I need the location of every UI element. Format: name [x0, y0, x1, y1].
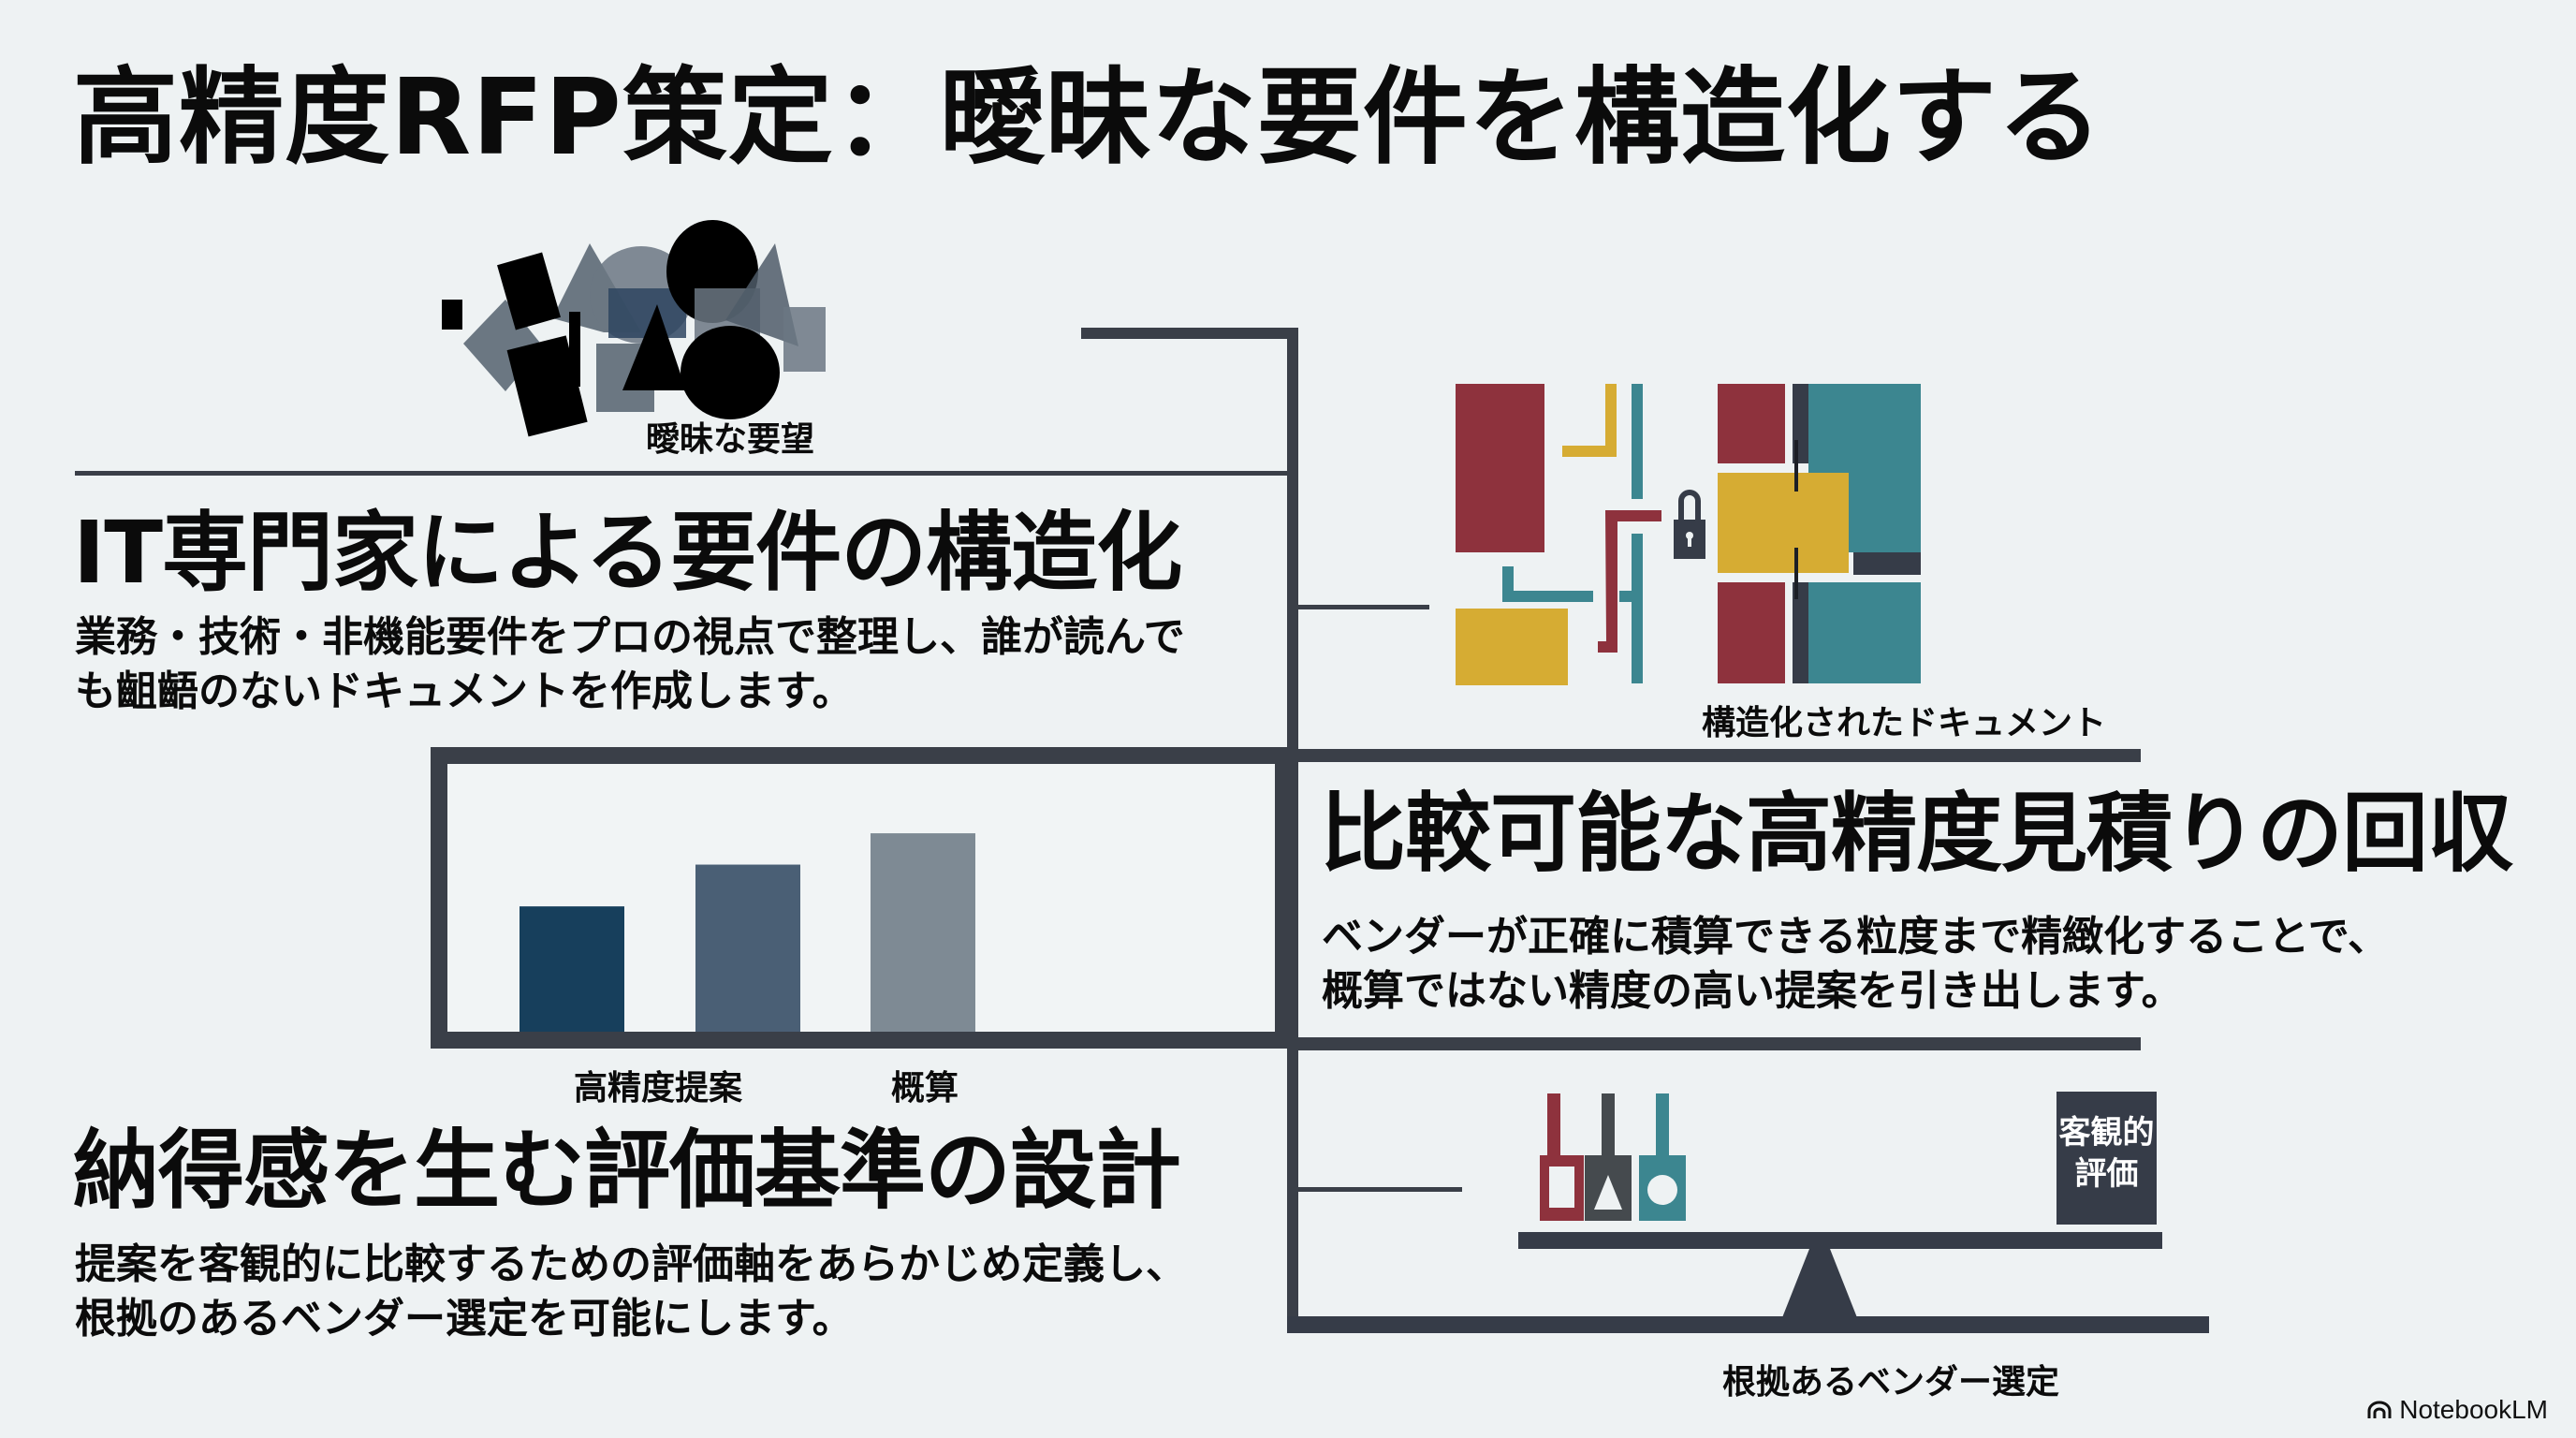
shape-circle-black-2 — [681, 326, 780, 419]
doc-block-teal-2 — [1808, 582, 1921, 683]
section-2-body-line-2: 概算ではない精度の高い提案を引き出します。 — [1322, 967, 2183, 1015]
divider-right-top — [1298, 749, 2141, 762]
doc-block-yellow-low — [1456, 609, 1568, 685]
scale-ground — [1287, 1316, 2209, 1333]
scale-fulcrum — [1781, 1249, 1858, 1320]
vague-shapes-caption: 曖昧な要望 — [646, 420, 815, 459]
doc-block-yellow-center — [1718, 473, 1849, 573]
doc-connector-red — [1598, 510, 1661, 653]
scale-beam — [1518, 1232, 2162, 1249]
vague-shapes-illustration — [442, 220, 826, 437]
doc-bar-teal-bottom — [1632, 534, 1643, 683]
section-1-body: 業務・技術・非機能要件をプロの視点で整理し、誰が読んで も齟齬のないドキュメント… — [75, 610, 1185, 719]
doc-block-dark-2 — [1793, 582, 1808, 683]
section-3-body-line-1: 提案を客観的に比較するための評価軸をあらかじめ定義し、 — [75, 1240, 1187, 1288]
structured-document-illustration — [1456, 384, 1921, 685]
divider-under-shapes — [75, 471, 1287, 476]
divider-right-mid — [1298, 1037, 2141, 1050]
shape-rect-gray-right — [783, 307, 826, 372]
shape-square-black-2 — [506, 335, 588, 437]
shape-square-black-1 — [497, 252, 561, 330]
doc-block-red-2 — [1718, 582, 1785, 683]
section-2-body: ベンダーが正確に積算できる粒度まで精緻化することで、 概算ではない精度の高い提案… — [1322, 910, 2389, 1019]
section-1-heading: IT専門家による要件の構造化 — [73, 503, 1182, 603]
doc-divider-2 — [1794, 548, 1798, 599]
objective-eval-label-line-1: 客観的 — [2058, 1114, 2155, 1152]
shape-bar-black — [569, 312, 580, 387]
doc-block-red-tall — [1456, 384, 1544, 552]
weight-triangle-icon — [1585, 1093, 1632, 1221]
chart-tick-label-2: 概算 — [891, 1069, 959, 1108]
doc-connector-yellow — [1562, 384, 1617, 457]
objective-eval-box — [2056, 1092, 2157, 1225]
bar-chart — [431, 747, 1292, 1049]
connector-to-doc — [1298, 605, 1429, 609]
shape-triangle-gray-2 — [725, 243, 798, 346]
connector-to-scale — [1298, 1187, 1462, 1192]
weight-square-icon — [1540, 1093, 1584, 1221]
objective-eval-label-line-2: 評価 — [2074, 1155, 2139, 1193]
chart-tick-label-1: 高精度提案 — [574, 1069, 743, 1108]
doc-bar-teal-top — [1632, 384, 1643, 499]
weight-circle-icon — [1639, 1093, 1686, 1221]
section-3-body-line-2: 根拠のあるベンダー選定を可能にします。 — [75, 1295, 854, 1343]
section-1-body-line-1: 業務・技術・非機能要件をプロの視点で整理し、誰が読んで — [75, 613, 1185, 661]
doc-divider-1 — [1794, 440, 1798, 492]
doc-connector-teal-low — [1502, 566, 1593, 602]
shape-square-small — [442, 300, 462, 330]
chart-bar-1 — [520, 906, 624, 1032]
shape-triangle-black — [622, 304, 686, 390]
section-3-heading: 納得感を生む評価基準の設計 — [73, 1121, 1181, 1221]
section-2-heading: 比較可能な高精度見積りの回収 — [1320, 784, 2513, 884]
chart-bar-3 — [871, 833, 975, 1032]
objective-eval-label: 客観的 評価 — [2056, 1112, 2157, 1195]
chart-bar-2 — [695, 864, 800, 1032]
section-3-body: 提案を客観的に比較するための評価軸をあらかじめ定義し、 根拠のあるベンダー選定を… — [75, 1238, 1187, 1346]
vertical-spine — [1287, 328, 1298, 1329]
notebooklm-logo-icon — [2367, 1401, 2392, 1418]
section-1-body-line-2: も齟齬のないドキュメントを作成します。 — [75, 668, 854, 715]
lock-icon — [1674, 490, 1705, 559]
notebooklm-logo: NotebookLM — [2367, 1395, 2548, 1425]
section-2-body-line-1: ベンダーが正確に積算できる粒度まで精緻化することで、 — [1322, 913, 2390, 961]
doc-block-red-1 — [1718, 384, 1785, 463]
doc-block-dark-bar — [1853, 552, 1921, 575]
connector-top — [1081, 328, 1298, 339]
page-title: 高精度RFP策定：曖昧な要件を構造化する — [73, 57, 2103, 179]
scale-illustration — [1287, 1092, 2209, 1333]
logo-text: NotebookLM — [2399, 1395, 2548, 1424]
scale-caption: 根拠あるベンダー選定 — [1722, 1363, 2060, 1401]
structured-document-caption: 構造化されたドキュメント — [1702, 704, 2107, 742]
